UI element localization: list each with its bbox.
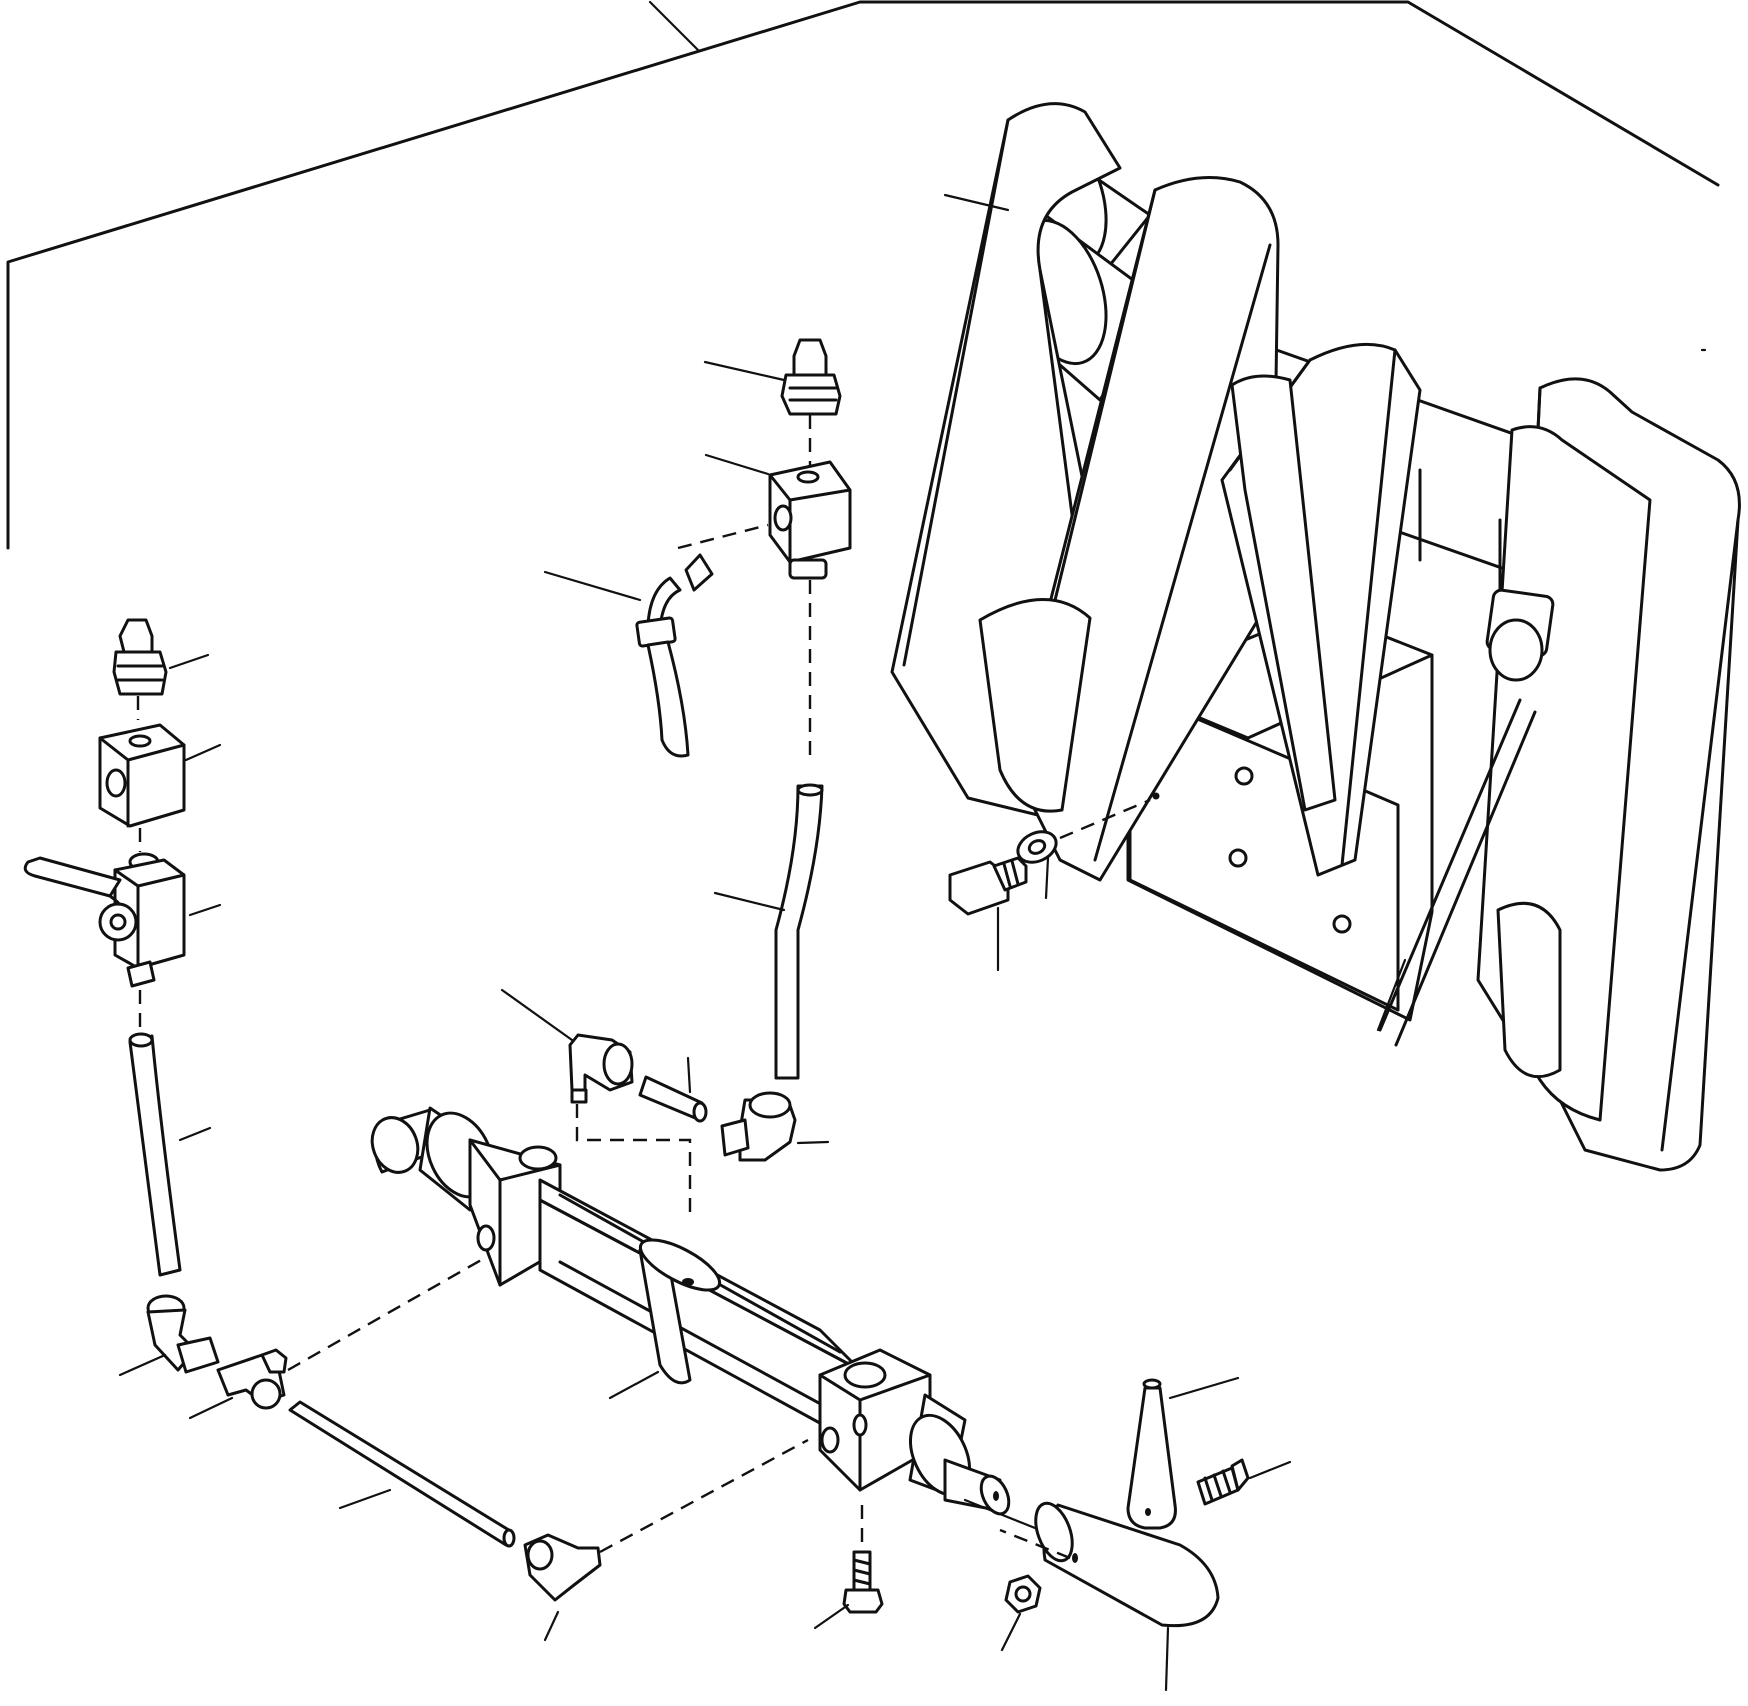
elbow-fitting-left	[148, 1296, 218, 1372]
elbow-fitting-right	[722, 1093, 795, 1160]
pin-boss	[1486, 589, 1554, 680]
quick-coupler-frame	[892, 104, 1739, 1170]
nut	[1006, 1576, 1040, 1612]
screw-lever	[1198, 1460, 1248, 1504]
hose-right	[776, 785, 822, 1078]
block-right	[770, 462, 850, 578]
washer	[1013, 826, 1061, 868]
quick-coupling-left	[114, 620, 166, 694]
locking-pin	[1029, 1498, 1218, 1625]
plate-outline	[8, 2, 1718, 548]
block-left	[100, 725, 184, 826]
bolt-axis-line	[1060, 800, 1150, 838]
tube-bottom	[290, 1402, 514, 1546]
hose-left	[130, 1034, 180, 1275]
tee-fitting	[218, 1350, 286, 1408]
pin-lever[interactable]	[1128, 1380, 1175, 1528]
hose-curved	[637, 555, 712, 756]
quick-coupling-right	[782, 340, 840, 414]
valve-handle[interactable]	[25, 858, 136, 940]
screw-cylinder	[844, 1552, 882, 1612]
elbow-fitting-cylinder	[570, 1035, 632, 1102]
elbow-fitting-bottom	[525, 1535, 600, 1600]
hydraulic-cylinder	[365, 1102, 1015, 1518]
nipple	[640, 1077, 706, 1121]
hex-bolt	[950, 858, 1026, 914]
shut-off-valve	[25, 854, 184, 986]
